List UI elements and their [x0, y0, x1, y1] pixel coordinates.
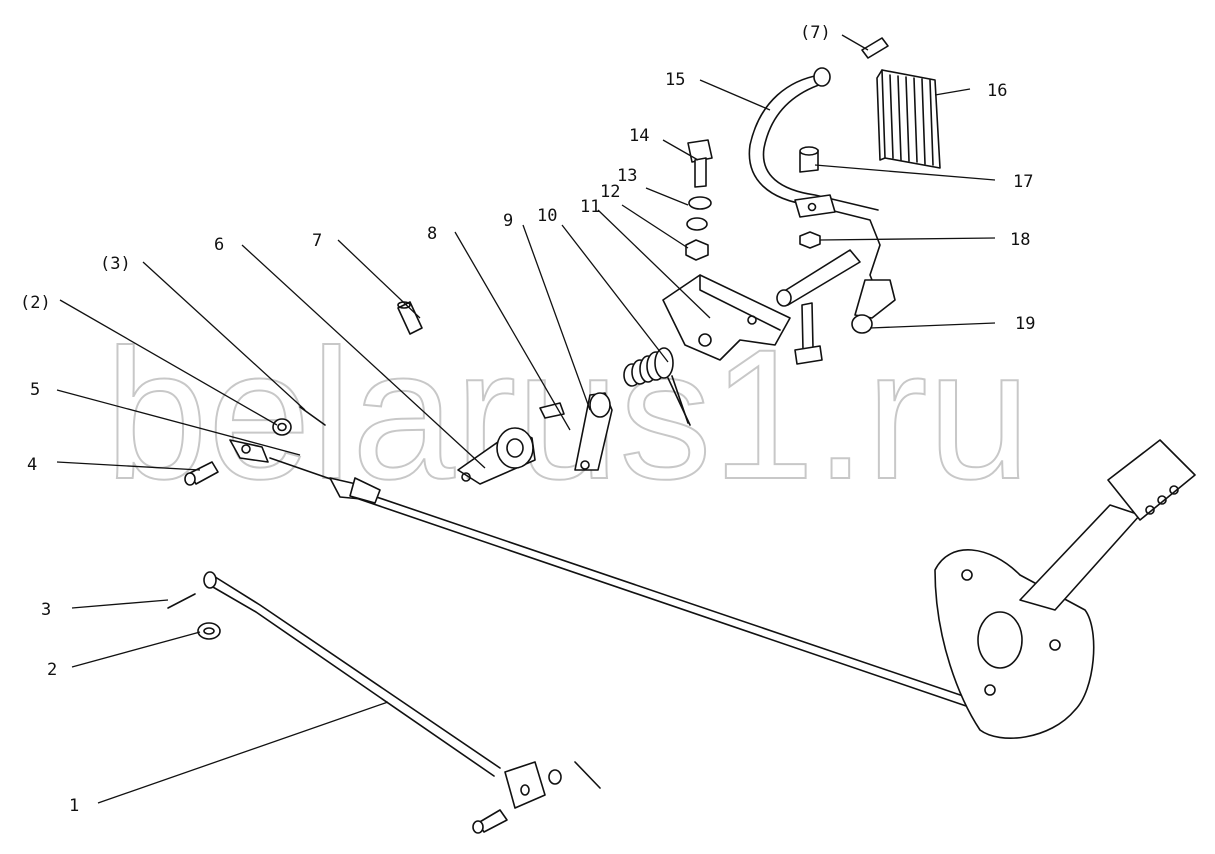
washer-13 — [688, 196, 712, 210]
callout-4: 4 — [27, 455, 37, 475]
cotter-3 — [167, 593, 196, 609]
callout-18: 18 — [1010, 230, 1030, 250]
bolt-14 — [687, 139, 713, 188]
callout-5: 5 — [30, 380, 40, 400]
callout-2: 2 — [47, 660, 57, 680]
callout-9: 9 — [503, 211, 513, 231]
callout-2-paren: (2) — [20, 293, 51, 313]
watermark-text: belarus1.ru — [105, 312, 1031, 518]
washer-2p — [272, 418, 292, 436]
spring-9 — [623, 347, 691, 426]
callout-6: 6 — [214, 235, 224, 255]
callout-10: 10 — [537, 206, 557, 226]
callout-15: 15 — [665, 70, 685, 90]
callout-7-paren: (7) — [800, 23, 831, 43]
bracket-10 — [662, 274, 791, 361]
callout-3-paren: (3) — [100, 254, 131, 274]
lever-8 — [539, 392, 613, 471]
nut-11 — [685, 239, 709, 261]
pedal-pad-16 — [876, 69, 941, 169]
bolt-19 — [794, 302, 823, 365]
rod-end-fitting — [229, 439, 381, 504]
callout-19: 19 — [1015, 314, 1035, 334]
washer-2 — [197, 622, 221, 640]
callout-12: 12 — [600, 182, 620, 202]
lever-6 — [457, 427, 536, 485]
callout-11: 11 — [580, 197, 600, 217]
callout-3: 3 — [41, 600, 51, 620]
callout-16: 16 — [987, 81, 1007, 101]
washer-12 — [686, 217, 708, 231]
pin-7p — [861, 37, 889, 59]
pin-4 — [184, 461, 219, 486]
mounting-bracket — [934, 439, 1196, 739]
callout-8: 8 — [427, 224, 437, 244]
callout-14: 14 — [629, 126, 649, 146]
pedal-arm-15 — [748, 67, 896, 334]
callout-labels: 1 2 3 4 5 6 7 8 9 10 11 12 13 14 15 16 1… — [20, 23, 1035, 816]
callout-13: 13 — [617, 166, 637, 186]
callout-7: 7 — [312, 231, 322, 251]
lower-rod-1 — [203, 571, 601, 834]
bushing-17 — [799, 146, 819, 173]
leader-lines — [56, 34, 996, 804]
callout-1: 1 — [69, 796, 79, 816]
nut-18 — [799, 231, 821, 249]
callout-17: 17 — [1013, 172, 1033, 192]
